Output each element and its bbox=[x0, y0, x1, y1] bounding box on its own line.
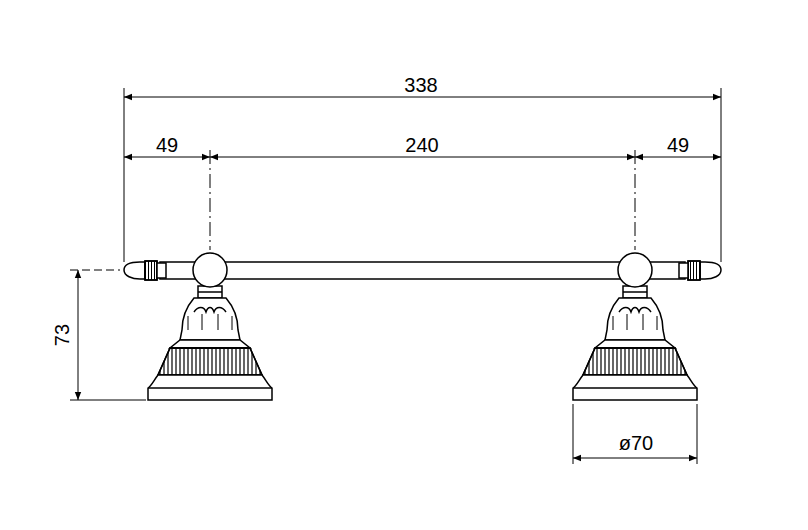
overhang-dimension: 49 bbox=[154, 135, 180, 155]
centre-distance-dimension: 240 bbox=[403, 135, 440, 155]
overhang-dimension: 49 bbox=[665, 135, 691, 155]
height-dimension: 73 bbox=[52, 322, 72, 348]
base-diameter-dimension: ø70 bbox=[617, 433, 655, 453]
overall-length-dimension: 338 bbox=[402, 75, 439, 95]
